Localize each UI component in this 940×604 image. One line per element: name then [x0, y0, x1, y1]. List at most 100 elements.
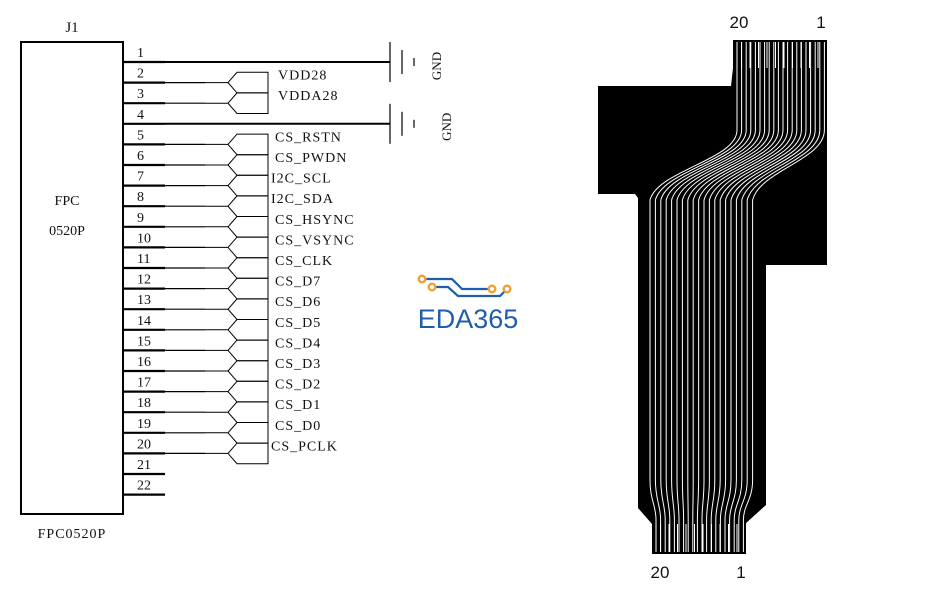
pin-10: 10 — [123, 231, 205, 249]
net-label-text: CS_PCLK — [271, 439, 338, 454]
pin-21: 21 — [123, 458, 165, 476]
net-port-shape — [205, 71, 269, 94]
pin-9: 9 — [123, 211, 205, 228]
pin-number: 15 — [137, 334, 151, 349]
net-label-text: CS_D4 — [275, 336, 321, 351]
net-label-text: CS_D6 — [275, 295, 321, 310]
pin-20: 20 — [123, 437, 205, 455]
logo-text: EDA365 — [418, 304, 519, 334]
pin-number: 10 — [137, 231, 151, 246]
net-label-cs-d0: CS_D0 — [205, 419, 321, 444]
fpc-trace-2 — [738, 42, 821, 552]
pin-15: 15 — [123, 334, 205, 352]
net-label-text: CS_D7 — [275, 275, 321, 290]
net-port-shape — [205, 339, 269, 362]
fpc-trace-5 — [724, 42, 807, 552]
ground-icon: GND — [389, 42, 444, 82]
net-label-cs-d1: CS_D1 — [205, 398, 321, 423]
fpc-trace-14 — [681, 42, 766, 552]
net-port-shape — [205, 277, 269, 300]
net-label-cs-pclk: CS_PCLK — [205, 439, 338, 465]
pin-1: 1 — [123, 46, 390, 64]
net-label-cs-d5: CS_D5 — [205, 316, 320, 341]
pin-number: 6 — [137, 149, 144, 164]
fpc-trace-19 — [654, 42, 743, 552]
logo-trace-icon — [417, 274, 512, 298]
pin-13: 13 — [123, 293, 205, 311]
pin-number: 14 — [137, 314, 151, 329]
fpc-copper-outline — [598, 68, 827, 524]
fpc-bottom-label-pin1: 1 — [736, 563, 745, 582]
pin-number: 4 — [137, 108, 144, 123]
pin-number: 21 — [137, 458, 151, 473]
pin-number: 11 — [137, 252, 150, 267]
pin-6: 6 — [123, 149, 205, 167]
pin-19: 19 — [123, 417, 205, 434]
net-label-text: CS_PWDN — [275, 151, 347, 166]
net-port-shape — [205, 236, 269, 259]
net-port-shape — [205, 401, 269, 423]
net-label-text: I2C_SDA — [271, 192, 334, 207]
net-label-cs-clk: CS_CLK — [205, 254, 333, 279]
fpc-trace-15 — [676, 42, 761, 552]
fpc-bottom-fingers — [652, 522, 746, 554]
net-label-text: VDDA28 — [278, 89, 338, 104]
pin-number: 7 — [137, 170, 144, 185]
net-label-text: CS_D2 — [275, 378, 321, 393]
net-label-vdda28: VDDA28 — [205, 89, 338, 114]
net-label-cs-pwdn: CS_PWDN — [205, 151, 347, 176]
pin-number: 1 — [137, 46, 144, 61]
pin-5: 5 — [123, 128, 205, 146]
fpc-top-label-pin1: 1 — [816, 13, 825, 32]
net-label-cs-d4: CS_D4 — [205, 336, 321, 362]
net-label-text: I2C_SCL — [271, 172, 332, 187]
pin-number: 22 — [137, 479, 151, 494]
fpc-trace-4 — [729, 42, 812, 552]
fpc-layout: 20 1 20 1 — [598, 13, 827, 582]
connector-body — [20, 41, 124, 515]
pin-number: 5 — [137, 128, 144, 143]
net-label-text: CS_HSYNC — [275, 213, 355, 228]
fpc-top-label-pin20: 20 — [730, 13, 749, 32]
pin-11: 11 — [123, 252, 205, 270]
net-port-shape — [205, 174, 269, 197]
net-label-text: VDD28 — [278, 69, 327, 84]
net-label-vdd28: VDD28 — [205, 69, 327, 94]
net-label-cs-d7: CS_D7 — [205, 275, 321, 300]
fpc-trace-13 — [687, 42, 770, 552]
fpc-trace-20 — [649, 42, 738, 552]
fpc-trace-3 — [733, 42, 816, 552]
net-label-cs-hsync: CS_HSYNC — [205, 213, 355, 238]
fpc-top-fingers — [733, 40, 827, 70]
net-label-text: CS_D3 — [275, 357, 321, 372]
pin-number: 2 — [137, 67, 144, 82]
net-label-cs-vsync: CS_VSYNC — [205, 233, 354, 259]
pin-number: 20 — [137, 437, 151, 452]
net-port-shape — [205, 380, 269, 403]
pin-16: 16 — [123, 355, 205, 373]
connector-j1: J1 FPC 0520P FPC0520P — [20, 20, 124, 542]
fpc-trace-list — [649, 42, 825, 552]
pin-17: 17 — [123, 376, 205, 393]
net-label-cs-d2: CS_D2 — [205, 378, 321, 403]
net-port-shape — [205, 92, 269, 114]
net-port-shape — [205, 133, 269, 156]
fpc-trace-12 — [692, 42, 775, 552]
fpc-trace-17 — [665, 42, 752, 552]
pin-number: 18 — [137, 396, 151, 411]
body-label-line2: 0520P — [49, 224, 85, 239]
net-label-text: CS_D1 — [275, 398, 321, 413]
net-label-cs-rstn: CS_RSTN — [205, 130, 342, 156]
pin-12: 12 — [123, 273, 205, 290]
net-label-text: CS_RSTN — [275, 130, 342, 145]
pin-number: 16 — [137, 355, 151, 370]
net-label-text: CS_CLK — [275, 254, 333, 269]
fpc-trace-8 — [710, 42, 793, 552]
fpc-bottom-label-pin20: 20 — [651, 563, 670, 582]
net-port-shape — [205, 154, 269, 176]
net-label-text: CS_D0 — [275, 419, 321, 434]
net-label-i2c-scl: I2C_SCL — [205, 172, 332, 197]
